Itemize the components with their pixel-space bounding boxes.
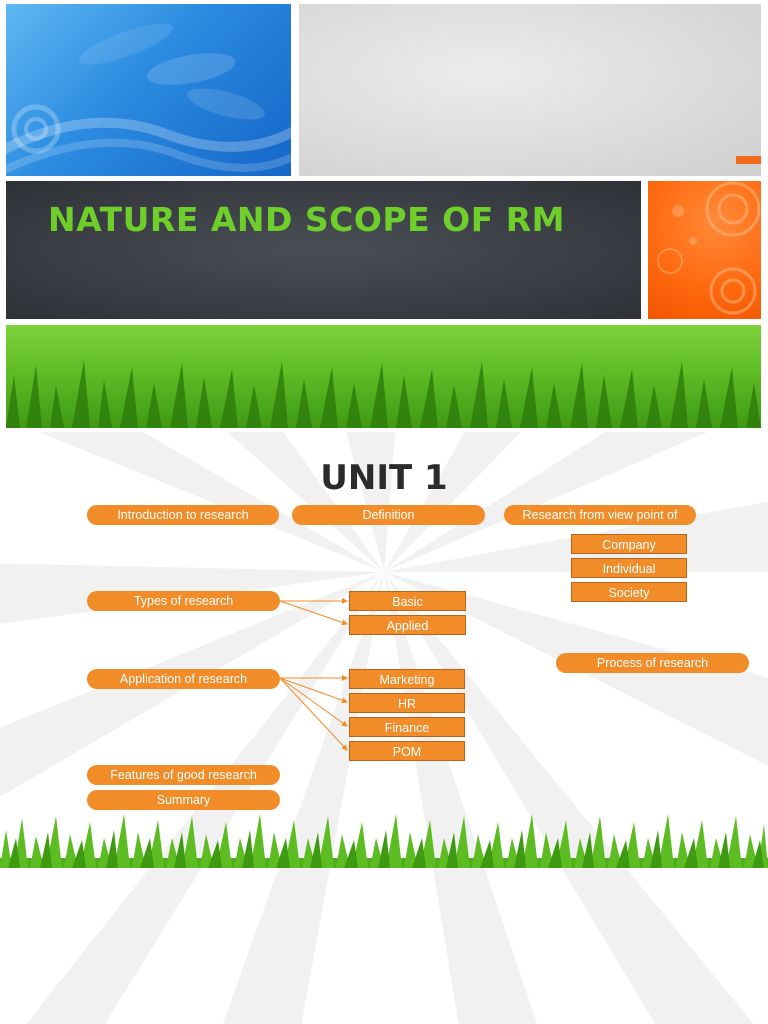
node-viewpoint: Research from view point of: [504, 505, 696, 525]
circle-pattern-icon: [657, 181, 761, 315]
blue-decorative-tile: [6, 4, 291, 176]
grass-ground-icon: [0, 814, 768, 868]
node-introduction: Introduction to research: [87, 505, 279, 525]
orange-decorative-tile: [648, 181, 761, 319]
slide-title: NATURE AND SCOPE OF RM: [48, 200, 565, 239]
node-applied: Applied: [349, 615, 466, 635]
title-panel: [6, 181, 641, 319]
node-process: Process of research: [556, 653, 749, 673]
node-types: Types of research: [87, 591, 280, 611]
title-slide: NATURE AND SCOPE OF RM: [0, 0, 768, 432]
swirl-pattern-icon: [6, 23, 291, 174]
node-application: Application of research: [87, 669, 280, 689]
grass-decorative-tile: [6, 325, 761, 428]
grass-icon: [6, 360, 761, 428]
unit-slide: UNIT 1 Introduction to research Definiti…: [0, 432, 768, 1024]
node-hr: HR: [349, 693, 465, 713]
node-definition: Definition: [292, 505, 485, 525]
node-finance: Finance: [349, 717, 465, 737]
node-pom: POM: [349, 741, 465, 761]
node-marketing: Marketing: [349, 669, 465, 689]
node-features: Features of good research: [87, 765, 280, 785]
node-society: Society: [571, 582, 687, 602]
node-summary: Summary: [87, 790, 280, 810]
node-basic: Basic: [349, 591, 466, 611]
node-individual: Individual: [571, 558, 687, 578]
node-company: Company: [571, 534, 687, 554]
gray-decorative-tile: [299, 4, 761, 176]
orange-accent-bar: [736, 156, 761, 164]
unit-title: UNIT 1: [320, 458, 448, 498]
